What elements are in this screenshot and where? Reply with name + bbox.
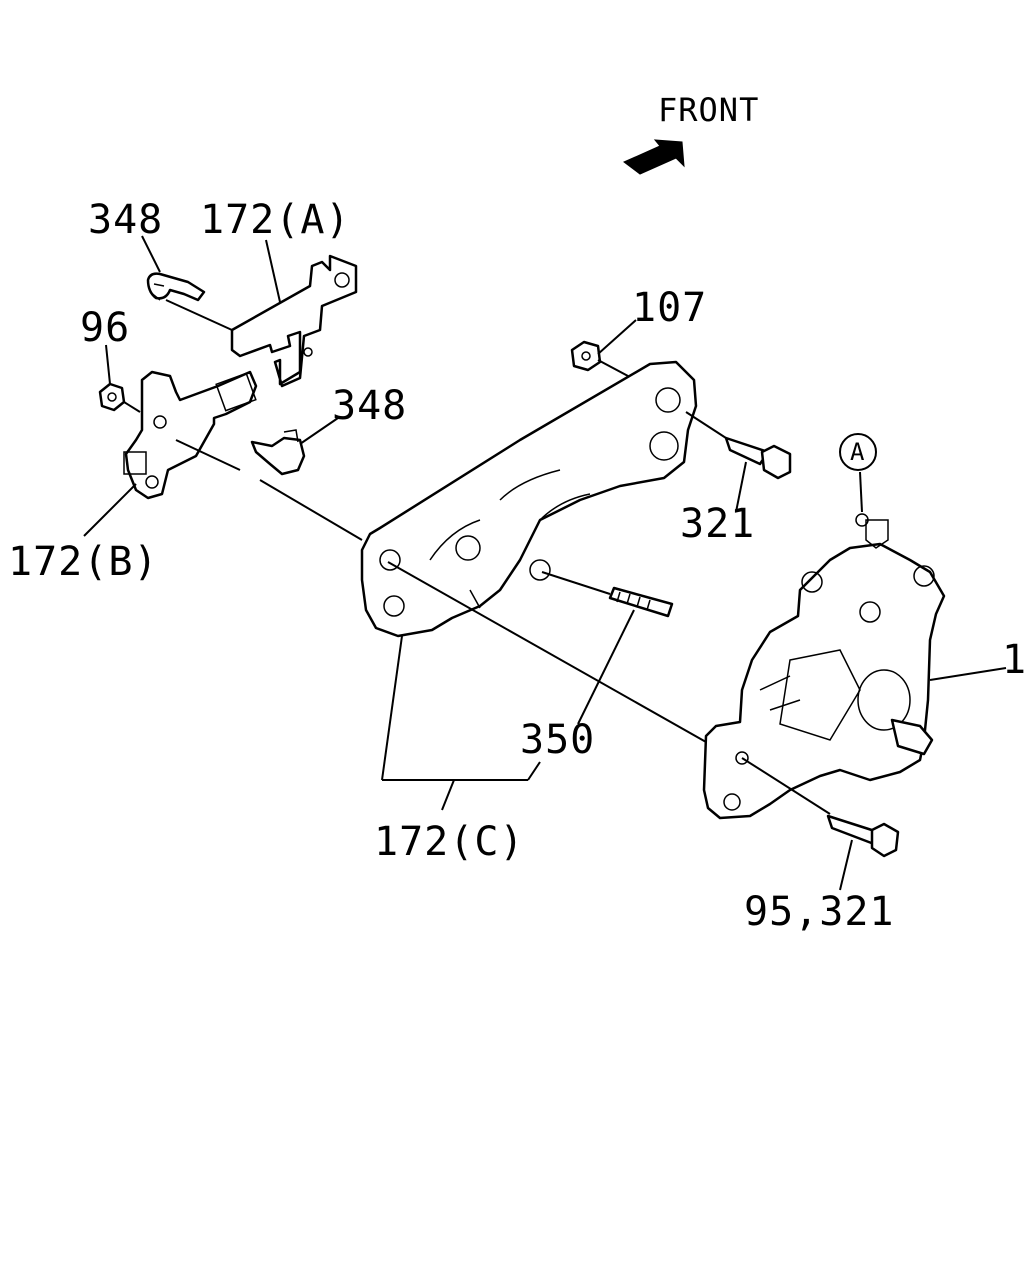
label-172c: 172(C) — [374, 819, 525, 865]
clip-348-mid — [250, 429, 306, 476]
label-172a: 172(A) — [200, 197, 351, 243]
label-348-top: 348 — [88, 197, 164, 243]
label-1: 1 — [1002, 637, 1024, 683]
clip-348-top — [146, 272, 206, 302]
stud-350 — [608, 586, 674, 618]
bracket-172a — [230, 254, 358, 388]
nut-107 — [570, 340, 602, 372]
bracket-172b — [123, 370, 258, 500]
label-321: 321 — [680, 501, 756, 547]
bracket-172c — [360, 360, 698, 638]
label-96: 96 — [80, 305, 131, 351]
leader-lines — [83, 235, 1007, 891]
bolt-95-321-lower — [826, 814, 900, 858]
front-label: FRONT — [658, 91, 760, 129]
front-arrow-icon — [623, 139, 685, 175]
label-348-mid: 348 — [332, 383, 408, 429]
nut-96 — [98, 382, 126, 412]
bolt-321-upper — [724, 436, 792, 480]
label-107: 107 — [632, 285, 708, 331]
callout-circle — [839, 433, 877, 471]
steering-gear-1 — [702, 513, 946, 820]
label-172b: 172(B) — [8, 539, 159, 585]
label-350: 350 — [520, 717, 596, 763]
label-95-321: 95,321 — [744, 889, 895, 935]
callout-a-label: A — [850, 438, 866, 466]
